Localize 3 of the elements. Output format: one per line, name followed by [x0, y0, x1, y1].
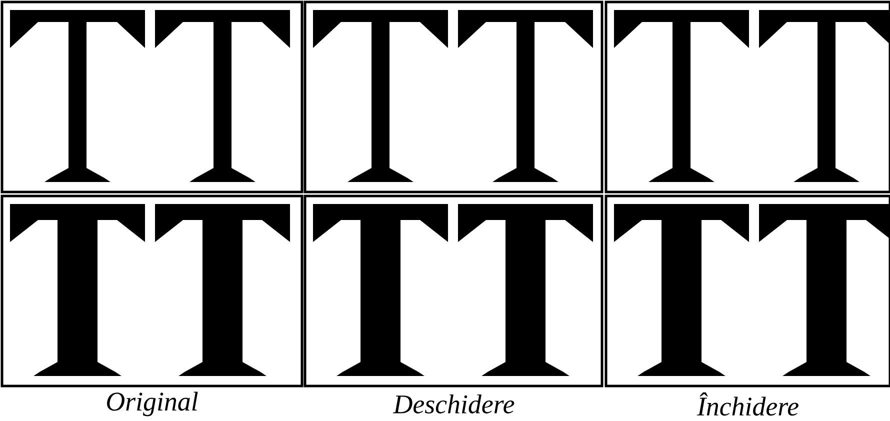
- caption: Deschidere: [392, 394, 514, 414]
- caption: Original: [107, 392, 198, 416]
- caption: Închidere: [696, 392, 798, 416]
